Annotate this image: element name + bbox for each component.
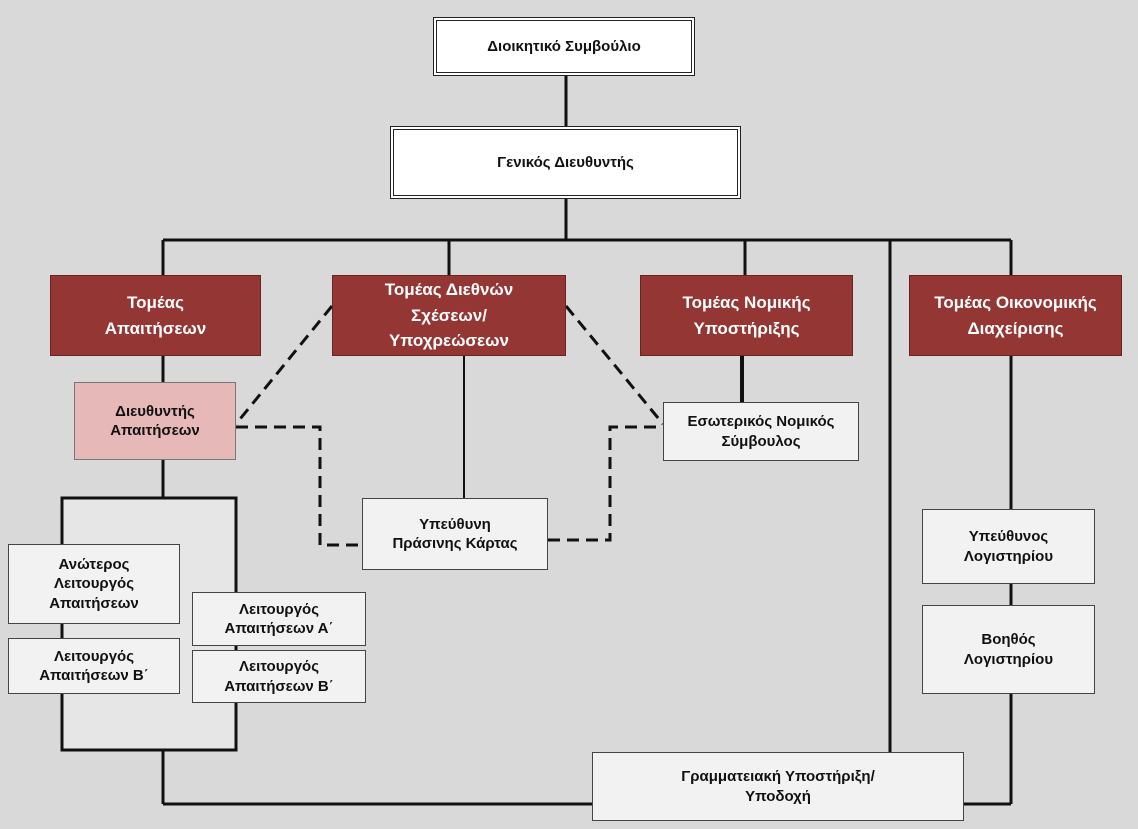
officer-b-left-box: Λειτουργός Απαιτήσεων Β΄ bbox=[8, 638, 180, 694]
dash-international-legal bbox=[564, 305, 665, 425]
officer-b-right-box: Λειτουργός Απαιτήσεων Β΄ bbox=[192, 650, 366, 703]
dash-international-director bbox=[234, 305, 334, 425]
green-card-box: Υπεύθυνη Πράσινης Κάρτας bbox=[362, 498, 548, 570]
officer-a-box: Λειτουργός Απαιτήσεων Α΄ bbox=[192, 592, 366, 646]
board-box: Διοικητικό Συμβούλιο bbox=[433, 17, 695, 76]
sector-finance: Τομέας Οικονομικής Διαχείρισης bbox=[909, 275, 1122, 356]
general-manager-box: Γενικός Διευθυντής bbox=[390, 126, 741, 199]
accounting-assistant-box: Βοηθός Λογιστηρίου bbox=[922, 605, 1095, 694]
accounting-head-box: Υπεύθυνος Λογιστηρίου bbox=[922, 509, 1095, 584]
senior-officer-box: Ανώτερος Λειτουργός Απαιτήσεων bbox=[8, 544, 180, 624]
sector-claims: Τομέας Απαιτήσεων bbox=[50, 275, 261, 356]
claims-director-box: Διευθυντής Απαιτήσεων bbox=[74, 382, 236, 460]
sector-international: Τομέας Διεθνών Σχέσεων/ Υποχρεώσεων bbox=[332, 275, 566, 356]
secretariat-box: Γραμματειακή Υποστήριξη/ Υποδοχή bbox=[592, 752, 964, 821]
dash-director-greencard bbox=[236, 425, 362, 547]
sector-legal: Τομέας Νομικής Υποστήριξης bbox=[640, 275, 853, 356]
legal-advisor-box: Εσωτερικός Νομικός Σύμβουλος bbox=[663, 402, 859, 461]
dash-greencard-legal bbox=[548, 425, 663, 542]
